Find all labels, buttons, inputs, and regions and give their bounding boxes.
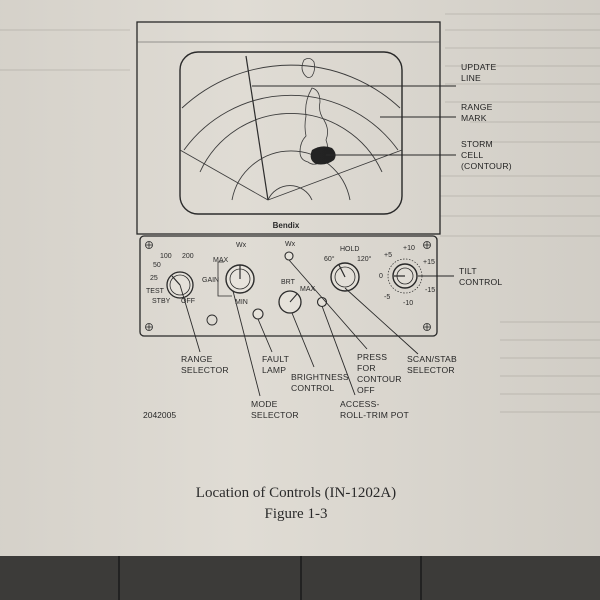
indicator-bezel (136, 21, 441, 235)
storm-outline-main (299, 87, 328, 165)
floor-seam (118, 556, 120, 600)
callout-brightness-control: BRIGHTNESS CONTROL (291, 372, 351, 393)
figure-drawing: Bendix UPDATE LINE RANGE MARK STORM CELL… (0, 13, 600, 522)
callout-access-roll-trim: ACCESS- ROLL-TRIM POT (340, 399, 410, 420)
floor-seam (420, 556, 422, 600)
scan-hold: HOLD (340, 246, 359, 253)
range-100: 100 (160, 253, 172, 260)
tilt-control-knob[interactable] (387, 258, 423, 294)
callout-range-selector: RANGE SELECTOR (181, 354, 229, 375)
tilt-p15: +15 (423, 259, 435, 266)
contour-button[interactable] (284, 251, 294, 261)
tilt-m5: -5 (384, 294, 390, 301)
tilt-zero: 0 (379, 273, 383, 280)
sweep-edge-left (179, 149, 269, 201)
control-panel (139, 235, 438, 337)
callout-storm-cell: STORM CELL (CONTOUR) (461, 139, 512, 171)
scan-stab-knob[interactable] (330, 262, 360, 292)
panel-hole (206, 314, 218, 326)
callout-update-line: UPDATE LINE (461, 62, 499, 83)
update-line (245, 55, 269, 201)
scan-120: 120° (357, 255, 372, 263)
callout-tilt-control: TILT CONTROL (459, 266, 502, 287)
range-25: 25 (150, 275, 158, 282)
range-test: TEST (146, 288, 165, 295)
tilt-m15: -15 (425, 287, 435, 294)
floor-seam (300, 556, 302, 600)
tilt-p10: +10 (403, 245, 415, 252)
figure-caption: Location of Controls (IN-1202A) (196, 485, 396, 501)
storm-outline-top (301, 58, 316, 78)
range-arcs (181, 64, 401, 201)
roll-trim-access[interactable] (316, 296, 328, 308)
figure-number: Figure 1-3 (265, 506, 328, 522)
radar-screen (179, 51, 403, 215)
brt-label: BRT (281, 279, 296, 286)
range-200: 200 (182, 253, 194, 260)
gain-min: MIN (235, 299, 248, 306)
panel-screws (145, 241, 431, 331)
callout-mode-selector: MODE SELECTOR (251, 399, 299, 420)
manual-page: Bendix UPDATE LINE RANGE MARK STORM CELL… (0, 0, 600, 560)
tilt-m10: -10 (403, 300, 413, 307)
tilt-p5: +5 (384, 252, 392, 259)
callout-scan-stab-selector: SCAN/STAB SELECTOR (407, 354, 459, 375)
drawing-number: 2042005 (143, 410, 176, 420)
scan-60: 60° (324, 255, 335, 263)
sweep-edge-right (267, 149, 403, 201)
mode-selector-knob[interactable] (225, 264, 255, 294)
gain-max: MAX (213, 257, 229, 264)
fault-lamp (252, 308, 264, 320)
range-selector-knob[interactable] (166, 271, 194, 299)
range-off: OFF (181, 298, 195, 305)
callout-range-mark: RANGE MARK (461, 102, 495, 123)
gain-label: GAIN (202, 277, 219, 284)
callout-fault-lamp: FAULT LAMP (262, 354, 292, 375)
brightness-knob[interactable] (278, 290, 302, 314)
callout-press-for-contour: PRESS FOR CONTOUR OFF (357, 352, 404, 395)
range-stby: STBY (152, 298, 171, 305)
contour-wx: Wx (285, 241, 296, 248)
storm-cell-contour (310, 146, 336, 165)
range-50: 50 (153, 262, 161, 269)
brand-logo: Bendix (273, 221, 300, 230)
bleed-through-text (0, 13, 600, 413)
brt-max: MAX (300, 286, 316, 293)
gain-wx: Wx (236, 242, 247, 249)
